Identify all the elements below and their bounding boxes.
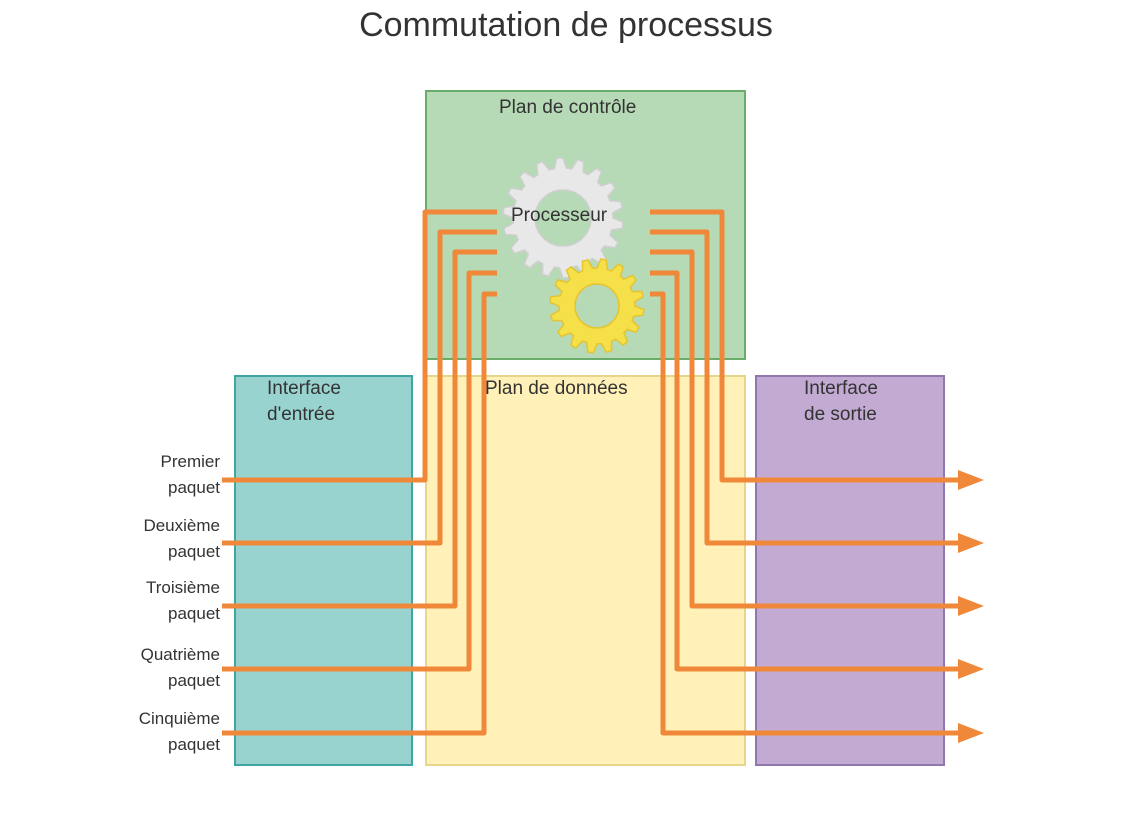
input-interface-label: Interface d'entrée [267, 376, 341, 428]
output-interface-label-line1: Interface [804, 378, 878, 399]
packet-label-1: Premier paquet [100, 449, 220, 501]
packet-label-4: Quatrième paquet [100, 642, 220, 694]
processor-label: Processeur [511, 205, 608, 226]
packet-label-5-line1: Cinquième [138, 709, 220, 728]
input-interface-box [234, 375, 413, 766]
packet-label-2-line1: Deuxième [143, 516, 220, 535]
input-interface-label-line2: d'entrée [267, 404, 336, 425]
arrowhead-4 [958, 659, 984, 679]
packet-label-1-line1: Premier [160, 452, 220, 471]
processor-gear-large-icon [502, 157, 624, 279]
packet-label-5: Cinquième paquet [100, 706, 220, 758]
packet-path-3 [222, 249, 962, 609]
packet-label-4-line2: paquet [168, 671, 220, 690]
processor-gear-small-icon [549, 258, 645, 354]
packet-path-2 [222, 229, 962, 546]
input-interface-label-line1: Interface [267, 378, 341, 399]
arrowhead-5 [958, 723, 984, 743]
control-plane-label: Plan de contrôle [499, 97, 637, 118]
packet-label-4-line1: Quatrième [140, 645, 220, 664]
packet-paths [222, 209, 984, 743]
packet-label-3: Troisième paquet [100, 575, 220, 627]
packet-label-2-line2: paquet [168, 542, 220, 561]
packet-path-1 [222, 209, 962, 483]
arrowhead-3 [958, 596, 984, 616]
output-interface-box [755, 375, 945, 766]
packet-label-3-line2: paquet [168, 604, 220, 623]
output-interface-label: Interface de sortie [804, 376, 878, 428]
packet-label-2: Deuxième paquet [100, 513, 220, 565]
arrowhead-2 [958, 533, 984, 553]
packet-label-3-line1: Troisième [146, 578, 220, 597]
packet-path-5 [222, 291, 962, 736]
output-interface-label-line2: de sortie [804, 404, 877, 425]
arrowhead-1 [958, 470, 984, 490]
packet-label-1-line2: paquet [168, 478, 220, 497]
packet-label-5-line2: paquet [168, 735, 220, 754]
packet-path-4 [222, 270, 962, 672]
diagram-title: Commutation de processus [359, 6, 773, 44]
data-plane-label: Plan de données [485, 378, 628, 399]
